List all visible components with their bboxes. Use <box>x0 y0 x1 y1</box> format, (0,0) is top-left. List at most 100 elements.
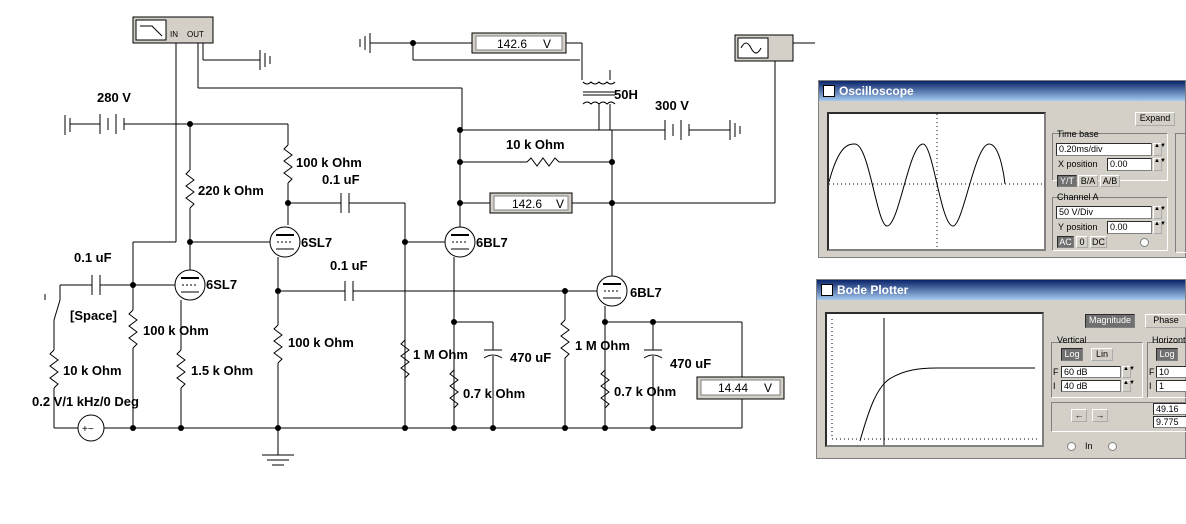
window-icon <box>823 85 835 97</box>
resistor-100k-left-label: 100 k Ohm <box>143 323 209 338</box>
switch-key-label: [Space] <box>70 308 117 323</box>
tube-6bl7-lower-label: 6BL7 <box>630 285 662 300</box>
channel-a-group <box>1052 197 1168 251</box>
horizontal-initial-label: I <box>1149 381 1152 391</box>
tube-6sl7-upper-label: 6SL7 <box>301 235 332 250</box>
resistor-100k-mid-label: 100 k Ohm <box>288 335 354 350</box>
vertical-initial-label: I <box>1053 381 1056 391</box>
capacitor-470-b-label: 470 uF <box>670 356 711 371</box>
vertical-initial-spinner[interactable]: ▲▼ <box>1122 380 1135 392</box>
y-position-spinner[interactable]: ▲▼ <box>1153 221 1166 234</box>
inductor-label: 50H <box>614 87 638 102</box>
circuit-schematic: 142.6 V 142.6 V 14.44 V +~ IN OUT 280 V … <box>32 16 815 466</box>
vertical-lin-button[interactable]: Lin <box>1091 348 1113 361</box>
resistor-07k-b-label: 0.7 k Ohm <box>614 384 676 399</box>
ac-source-label: 0.2 V/1 kHz/0 Deg <box>32 394 139 409</box>
horizontal-final-field[interactable]: 10 <box>1156 366 1186 378</box>
x-position-label: X position <box>1058 159 1098 169</box>
mode-ab-button[interactable]: A/B <box>1100 175 1120 187</box>
capacitor-470-a-label: 470 uF <box>510 350 551 365</box>
vertical-initial-field[interactable]: 40 dB <box>1061 380 1121 392</box>
voltmeter-right-value: 14.44 <box>718 381 748 395</box>
expand-button[interactable]: Expand <box>1135 112 1175 126</box>
bode-titlebar[interactable]: Bode Plotter <box>817 280 1185 300</box>
in-terminal-icon[interactable] <box>1067 442 1076 451</box>
volts-div-spinner[interactable]: ▲▼ <box>1153 206 1166 219</box>
horizontal-label: Horizonta <box>1152 335 1186 345</box>
horizontal-log-button[interactable]: Log <box>1156 348 1178 361</box>
horizontal-group <box>1147 342 1186 398</box>
resistor-220k-label: 220 k Ohm <box>198 183 264 198</box>
vertical-final-field[interactable]: 60 dB <box>1061 366 1121 378</box>
oscilloscope-screen <box>827 112 1046 251</box>
y-position-field[interactable]: 0.00 <box>1107 221 1152 234</box>
resistor-10k-source-label: 10 k Ohm <box>63 363 122 378</box>
voltmeter-right[interactable]: 14.44 V <box>696 376 785 400</box>
vertical-log-button[interactable]: Log <box>1061 348 1083 361</box>
voltmeter-top[interactable]: 142.6 V <box>471 32 567 54</box>
resistor-100k-top-label: 100 k Ohm <box>296 155 362 170</box>
mode-ba-button[interactable]: B/A <box>1078 175 1098 187</box>
cursor-left-button[interactable]: ← <box>1071 409 1087 422</box>
window-icon <box>821 284 833 296</box>
voltmeter-mid-value: 142.6 <box>512 197 542 211</box>
tube-6sl7-lower-label: 6SL7 <box>206 277 237 292</box>
battery-280v-label: 280 V <box>97 90 131 105</box>
vertical-group <box>1051 342 1143 398</box>
resistor-1m-a-label: 1 M Ohm <box>413 347 468 362</box>
coupling-dc-button[interactable]: DC <box>1090 236 1107 248</box>
time-div-field[interactable]: 0.20ms/div <box>1056 143 1152 156</box>
readout-magnitude-field: 49.16 <box>1153 403 1186 415</box>
phase-button[interactable]: Phase <box>1145 314 1186 328</box>
y-position-label: Y position <box>1058 222 1098 232</box>
x-position-field[interactable]: 0.00 <box>1107 158 1152 171</box>
capacitor-top-label: 0.1 uF <box>322 172 360 187</box>
channel-b-group-edge <box>1175 133 1186 253</box>
capacitor-mid-label: 0.1 uF <box>330 258 368 273</box>
ac-source-icon: +~ <box>82 424 94 435</box>
resistor-10k-top-label: 10 k Ohm <box>506 137 565 152</box>
horizontal-final-label: F <box>1149 367 1155 377</box>
voltmeter-mid-unit: V <box>556 197 564 211</box>
time-div-spinner[interactable]: ▲▼ <box>1153 143 1166 156</box>
bode-in-label: IN <box>170 30 178 39</box>
in-terminal-label: In <box>1085 441 1093 451</box>
voltmeter-top-value: 142.6 <box>497 37 527 51</box>
oscilloscope-titlebar[interactable]: Oscilloscope <box>819 81 1185 101</box>
vertical-final-spinner[interactable]: ▲▼ <box>1122 366 1135 378</box>
cursor-right-button[interactable]: → <box>1092 409 1108 422</box>
x-position-spinner[interactable]: ▲▼ <box>1153 158 1166 171</box>
coupling-ac-button[interactable]: AC <box>1057 236 1074 248</box>
resistor-1-5k-label: 1.5 k Ohm <box>191 363 253 378</box>
battery-300v-label: 300 V <box>655 98 689 113</box>
ground-terminal-icon[interactable] <box>1140 238 1149 247</box>
resistor-1m-b-label: 1 M Ohm <box>575 338 630 353</box>
vertical-label: Vertical <box>1057 335 1087 345</box>
resistor-07k-a-label: 0.7 k Ohm <box>463 386 525 401</box>
readout-frequency-field: 9.775 <box>1153 416 1186 428</box>
voltmeter-right-unit: V <box>764 381 772 395</box>
bode-out-label: OUT <box>187 30 204 39</box>
volts-div-field[interactable]: 50 V/Div <box>1056 206 1152 219</box>
channel-a-label: Channel A <box>1057 192 1099 202</box>
time-base-group <box>1052 133 1168 181</box>
bode-title: Bode Plotter <box>837 283 909 297</box>
horizontal-initial-field[interactable]: 1 <box>1156 380 1186 392</box>
bode-plotter-window[interactable]: Bode Plotter Magnitude Phase Vertical Lo… <box>816 279 1186 459</box>
coupling-zero-button[interactable]: 0 <box>1076 236 1088 248</box>
bode-curve <box>831 318 1037 445</box>
mode-yt-button[interactable]: Y/T <box>1057 175 1077 187</box>
voltmeter-mid[interactable]: 142.6 V <box>489 192 573 214</box>
in-terminal-minus-icon[interactable] <box>1108 442 1117 451</box>
vertical-final-label: F <box>1053 367 1059 377</box>
voltmeter-top-unit: V <box>543 37 551 51</box>
bode-screen <box>825 312 1044 447</box>
readout-group <box>1051 402 1186 432</box>
oscilloscope-waveform <box>828 114 1044 249</box>
tube-6bl7-upper-label: 6BL7 <box>476 235 508 250</box>
capacitor-left-label: 0.1 uF <box>74 250 112 265</box>
oscilloscope-window[interactable]: Oscilloscope Expand Time base 0.20ms/div… <box>818 80 1186 258</box>
magnitude-button[interactable]: Magnitude <box>1085 314 1135 328</box>
time-base-label: Time base <box>1057 129 1099 139</box>
oscilloscope-title: Oscilloscope <box>839 84 914 98</box>
